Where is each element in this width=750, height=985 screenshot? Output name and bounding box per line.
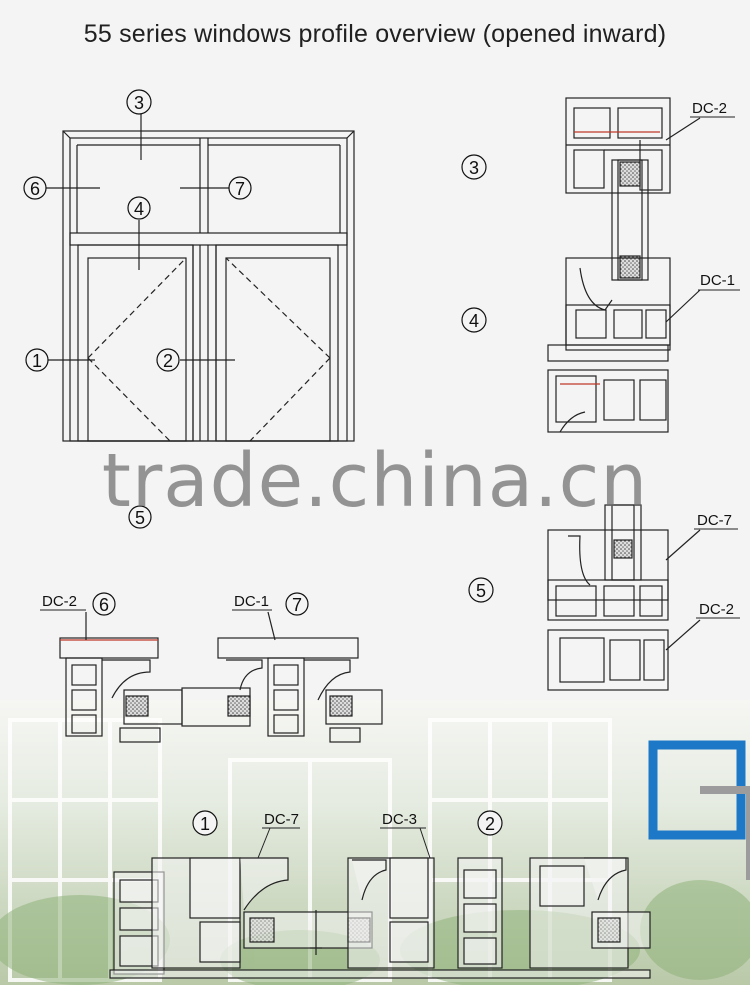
callout-5-section: 5 (468, 577, 494, 603)
label-dc-7-bottom: DC-7 (264, 811, 299, 828)
window-elevation (45, 112, 355, 442)
label-dc-1-left: DC-1 (234, 593, 269, 610)
svg-text:3: 3 (469, 158, 479, 178)
label-dc-3-bottom: DC-3 (382, 811, 417, 828)
svg-text:5: 5 (135, 508, 145, 528)
callout-4-section: 4 (461, 307, 487, 333)
callout-6-section: 6 (92, 592, 116, 616)
svg-text:1: 1 (200, 814, 210, 834)
section-1-2-profile (109, 857, 651, 979)
callout-3-section: 3 (461, 154, 487, 180)
watermark: trade.china.cn (101, 438, 649, 524)
label-dc-7-right: DC-7 (697, 512, 732, 529)
svg-text:3: 3 (134, 93, 144, 113)
section-5-profile (547, 504, 701, 691)
label-dc-2-right: DC-2 (699, 601, 734, 618)
callout-7-elevation: 7 (228, 176, 252, 200)
section-6-7-profile (59, 611, 383, 743)
svg-text:2: 2 (163, 351, 173, 371)
svg-text:2: 2 (485, 814, 495, 834)
svg-text:6: 6 (30, 179, 40, 199)
callout-5-elevation: 5 (128, 505, 152, 529)
callout-3-elevation: 3 (126, 89, 152, 115)
svg-text:1: 1 (32, 351, 42, 371)
callout-1-section: 1 (192, 810, 218, 836)
label-dc-1-top: DC-1 (700, 272, 735, 289)
callout-6-elevation: 6 (23, 176, 47, 200)
svg-text:7: 7 (235, 179, 245, 199)
callout-7-section: 7 (285, 592, 309, 616)
label-dc-2-top: DC-2 (692, 100, 727, 117)
svg-text:5: 5 (476, 581, 486, 601)
section-3-4-profile (547, 97, 701, 433)
label-dc-2-left: DC-2 (42, 593, 77, 610)
callout-4-elevation: 4 (127, 196, 151, 220)
page-title: 55 series windows profile overview (open… (83, 20, 667, 48)
callout-2-elevation: 2 (156, 348, 180, 372)
callout-1-elevation: 1 (25, 348, 49, 372)
svg-text:6: 6 (99, 595, 109, 615)
callout-2-section: 2 (477, 810, 503, 836)
svg-text:7: 7 (292, 595, 302, 615)
svg-text:4: 4 (469, 311, 479, 331)
svg-text:4: 4 (134, 199, 144, 219)
